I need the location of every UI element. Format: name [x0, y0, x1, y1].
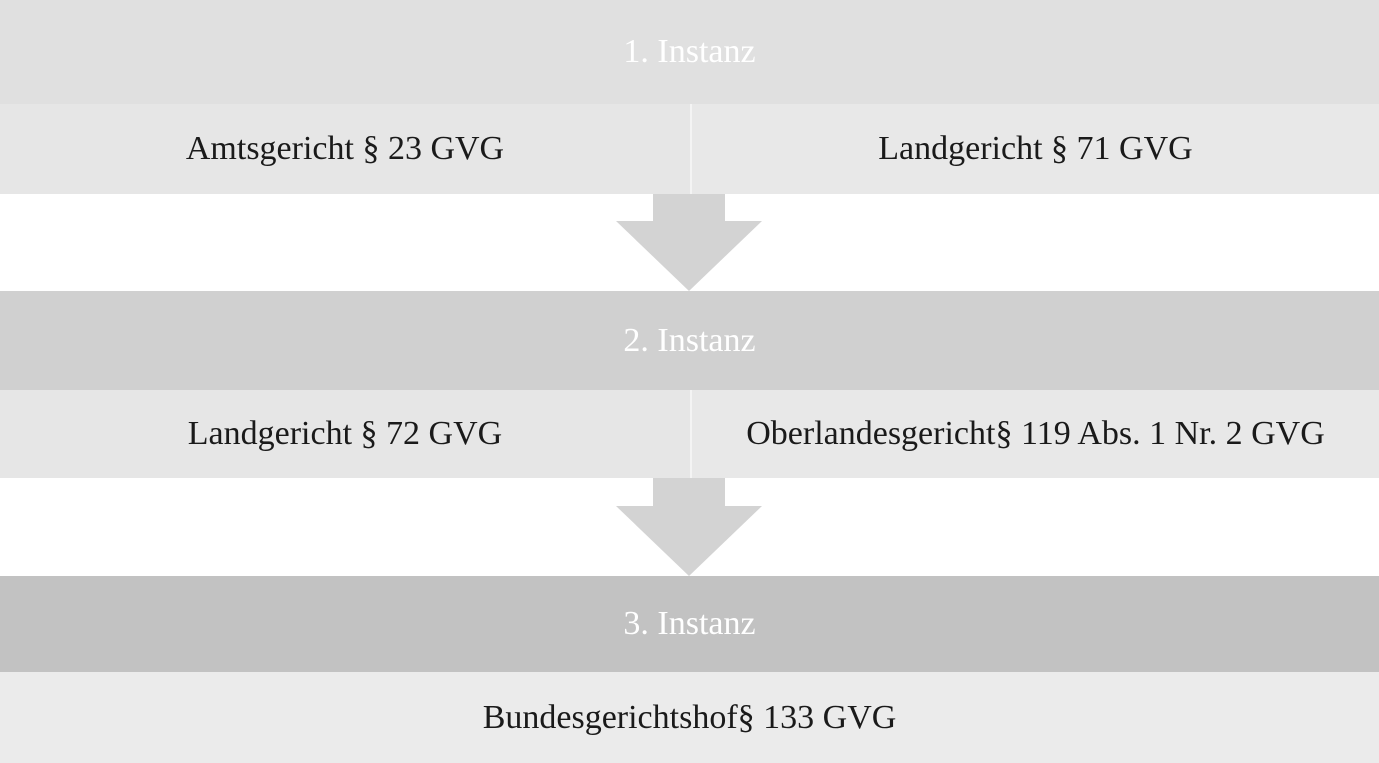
- instance-1-title: 1. Instanz: [623, 33, 756, 70]
- instance-2-title: 2. Instanz: [623, 321, 756, 359]
- instance-2-header: 2. Instanz: [0, 291, 1379, 390]
- court-bundesgerichtshof: Bundesgerichtshof§ 133 GVG: [0, 672, 1379, 763]
- down-arrow-icon: [616, 478, 762, 576]
- instance-2-courts: Landgericht § 72 GVG Oberlandesgericht§ …: [0, 390, 1379, 478]
- court-oberlandesgericht: Oberlandesgericht§ 119 Abs. 1 Nr. 2 GVG: [690, 390, 1379, 478]
- down-arrow-icon: [616, 194, 762, 291]
- instance-3-courts: Bundesgerichtshof§ 133 GVG: [0, 672, 1379, 763]
- instance-1-courts: Amtsgericht § 23 GVG Landgericht § 71 GV…: [0, 104, 1379, 194]
- instance-1-header: 1. Instanz: [0, 0, 1379, 104]
- instance-3-header: 3. Instanz: [0, 576, 1379, 672]
- court-amtsgericht: Amtsgericht § 23 GVG: [0, 104, 690, 194]
- court-landgericht-1: Landgericht § 71 GVG: [690, 104, 1379, 194]
- court-landgericht-2: Landgericht § 72 GVG: [0, 390, 690, 478]
- instance-3-title: 3. Instanz: [623, 605, 756, 642]
